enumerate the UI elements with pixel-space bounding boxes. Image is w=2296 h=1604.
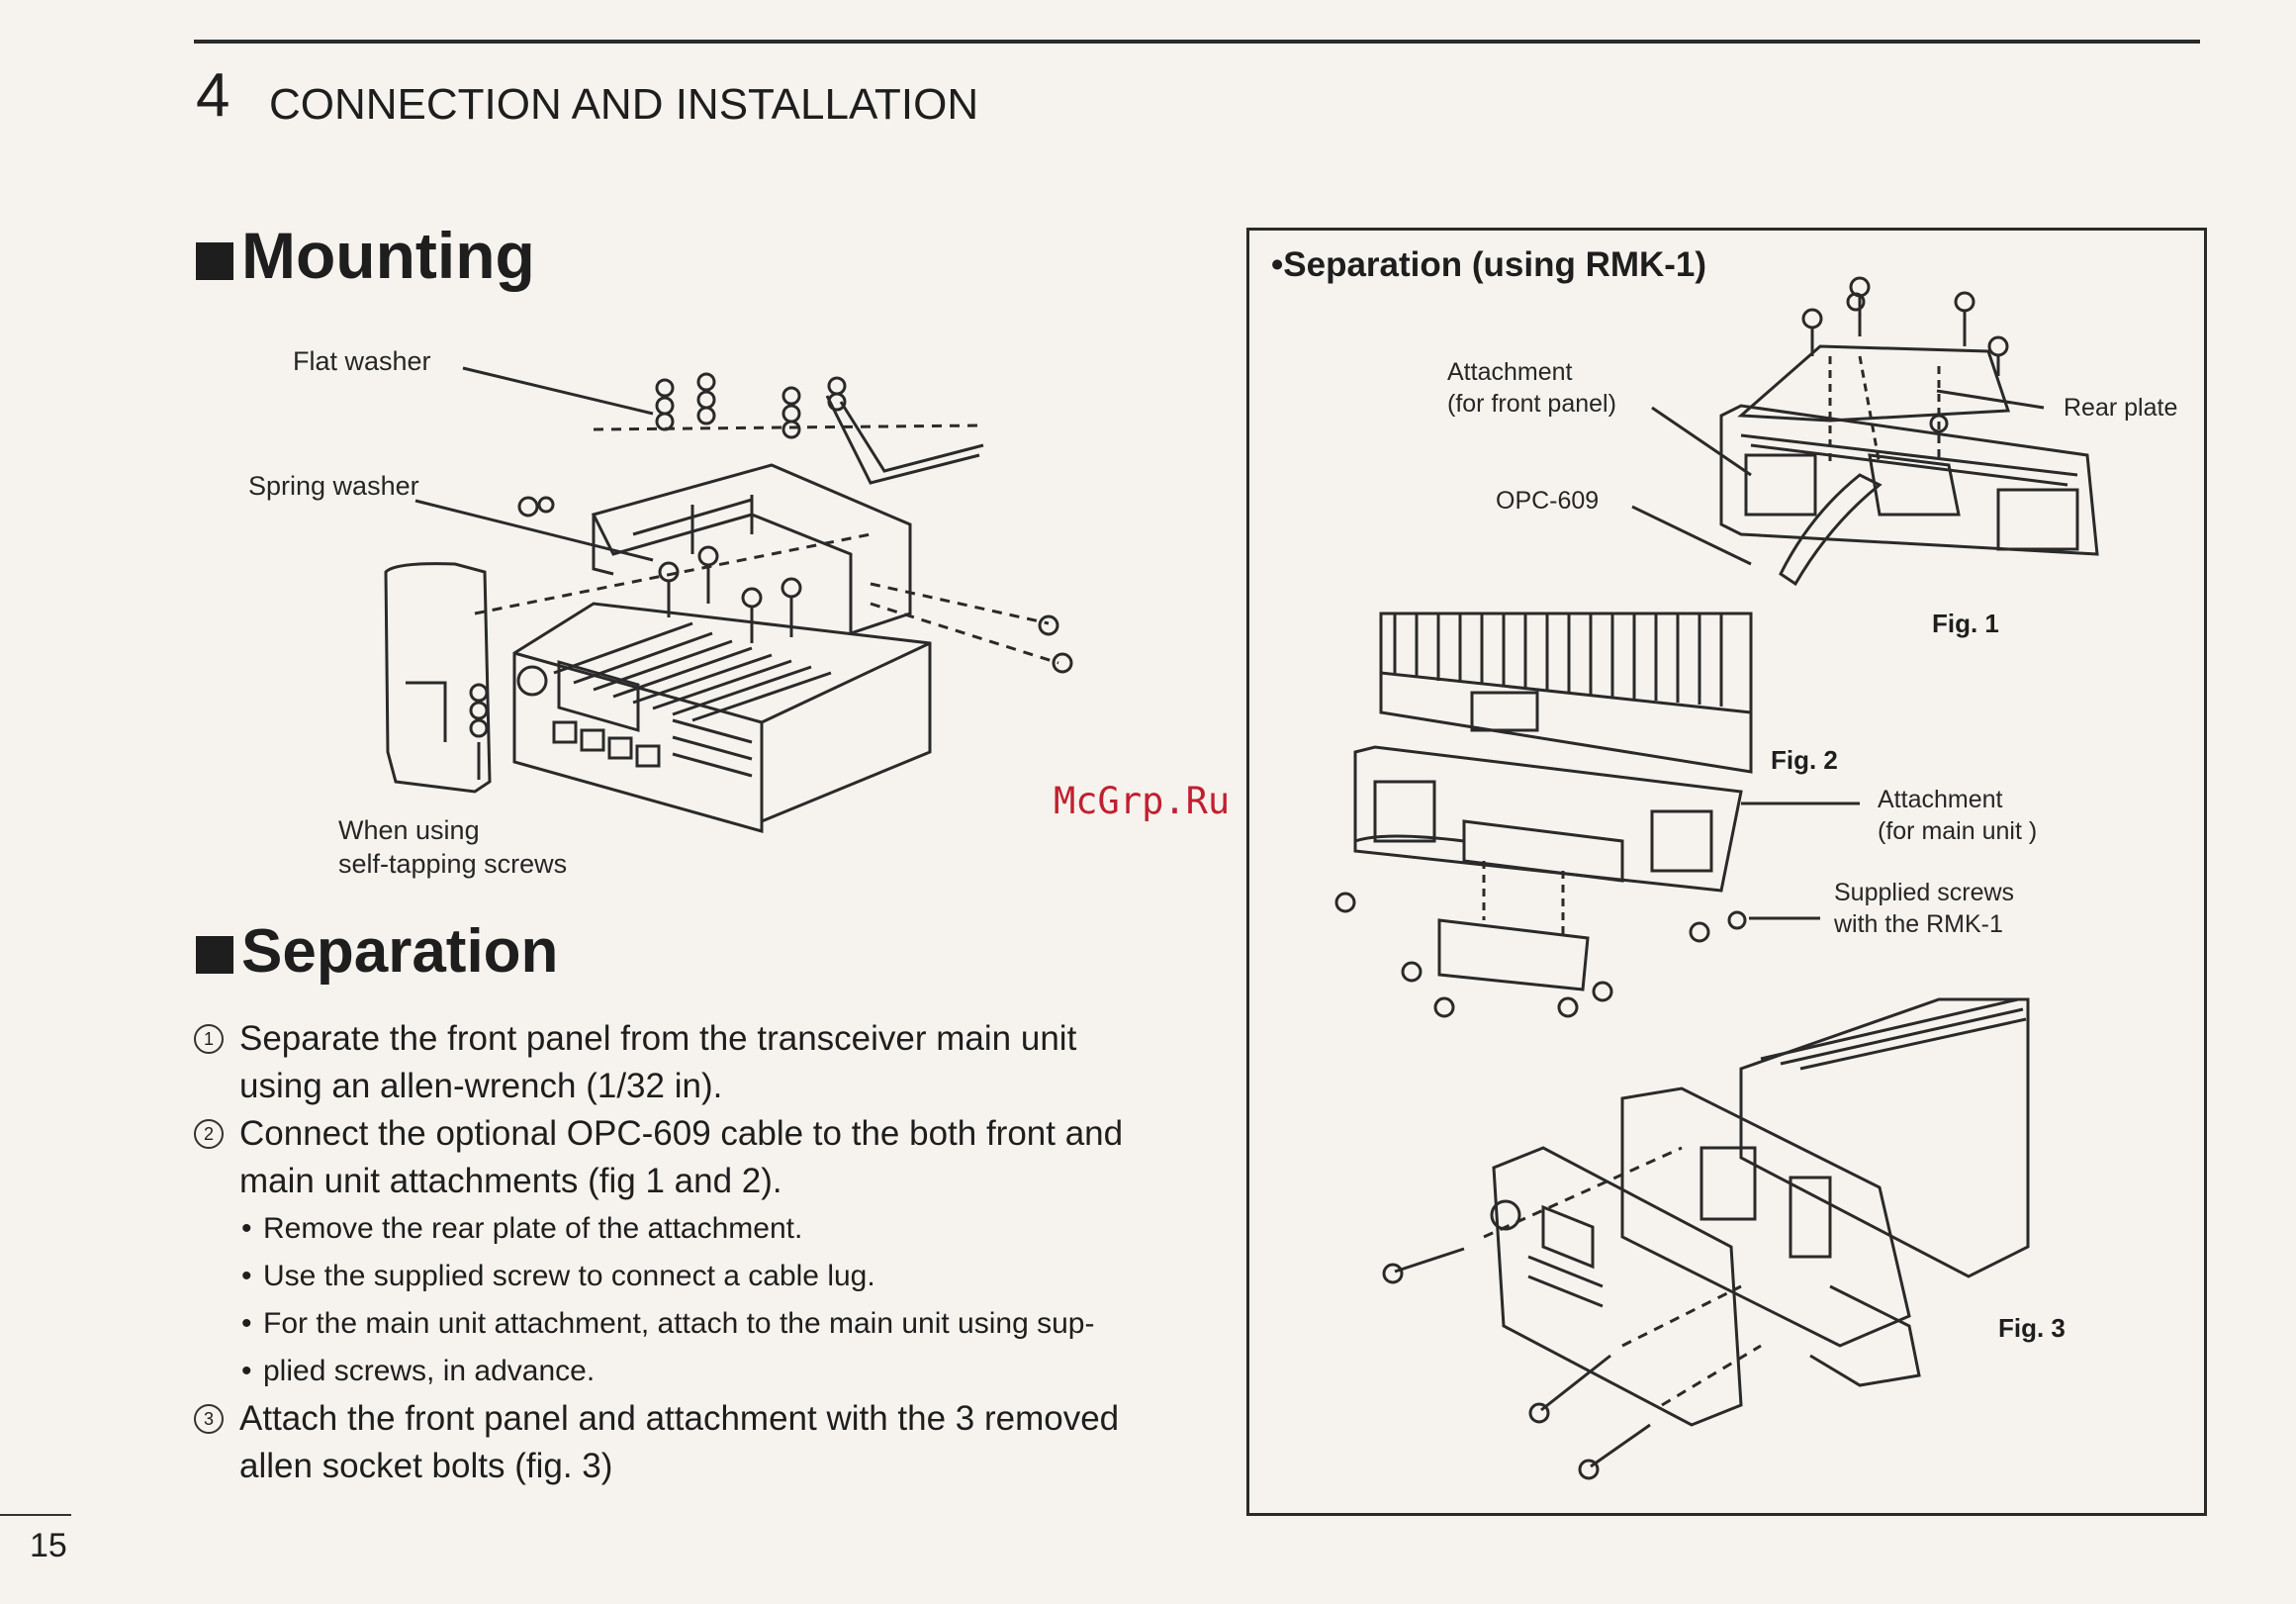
label-spring-washer: Spring washer (248, 471, 419, 501)
step-number: 1 (194, 1024, 224, 1054)
separation-heading-text: Separation (241, 917, 559, 986)
separation-steps: 1 Separate the front panel from the tran… (192, 1015, 1183, 1490)
label-flat-washer: Flat washer (293, 346, 431, 376)
step-2: 2 Connect the optional OPC-609 cable to … (192, 1110, 1183, 1205)
label-supplied-screws: Supplied screws (1834, 879, 2015, 906)
label-for-main-unit: (for main unit ) (1878, 817, 2038, 845)
bullet-continuation-text: plied screws, in advance. (263, 1355, 596, 1387)
fig2-label: Fig. 2 (1771, 745, 1838, 775)
bullet-item: Remove the rear plate of the attachment. (192, 1205, 1183, 1253)
step-text: Separate the front panel from the transc… (239, 1019, 1077, 1058)
step-1: 1 Separate the front panel from the tran… (192, 1015, 1183, 1110)
bullet-item: For the main unit attachment, attach to … (192, 1300, 1183, 1348)
header-rule (194, 40, 2200, 44)
step-text: using an allen-wrench (1/32 in). (239, 1067, 723, 1105)
watermark-text: McGrp.Ru (1054, 780, 1231, 822)
bullet-item: Use the supplied screw to connect a cabl… (192, 1253, 1183, 1300)
label-attachment-front: Attachment (1447, 358, 1573, 386)
rmk-illustration-box (1246, 228, 2207, 1516)
step-number: 3 (194, 1404, 224, 1434)
fig3-label: Fig. 3 (1998, 1313, 2066, 1343)
label-when-using: When using (338, 815, 480, 845)
label-rear-plate: Rear plate (2064, 394, 2178, 422)
top-washers (655, 372, 847, 439)
page-number-rule (0, 1514, 71, 1516)
mounting-heading-text: Mounting (241, 219, 535, 292)
separation-heading: Separation (196, 912, 558, 991)
label-opc-609: OPC-609 (1496, 487, 1600, 515)
step-3: 3 Attach the front panel and attachment … (192, 1395, 1183, 1490)
chapter-number: 4 (196, 61, 230, 130)
bullet-continuation: plied screws, in advance. (192, 1348, 1183, 1395)
step-text: allen socket bolts (fig. 3) (239, 1447, 613, 1485)
heading-square-icon (196, 936, 233, 974)
step-text: main unit attachments (fig 1 and 2). (239, 1162, 782, 1200)
label-attachment-main: Attachment (1878, 786, 2003, 813)
chapter-title: CONNECTION AND INSTALLATION (269, 80, 979, 129)
rmk-box-title: •Separation (using RMK-1) (1271, 245, 1707, 284)
heading-square-icon (196, 242, 233, 280)
mounting-heading: Mounting (196, 216, 535, 295)
fig1-label: Fig. 1 (1932, 609, 1999, 638)
label-for-front-panel: (for front panel) (1447, 390, 1616, 418)
label-self-tapping-screws: self-tapping screws (338, 849, 568, 879)
step-number: 2 (194, 1119, 224, 1149)
step-text: Connect the optional OPC-609 cable to th… (239, 1114, 1124, 1153)
mounting-drawing (384, 366, 1073, 833)
label-with-rmk-1: with the RMK-1 (1834, 910, 2003, 938)
step-text: Attach the front panel and attachment wi… (239, 1399, 1120, 1438)
page-number: 15 (30, 1527, 67, 1564)
